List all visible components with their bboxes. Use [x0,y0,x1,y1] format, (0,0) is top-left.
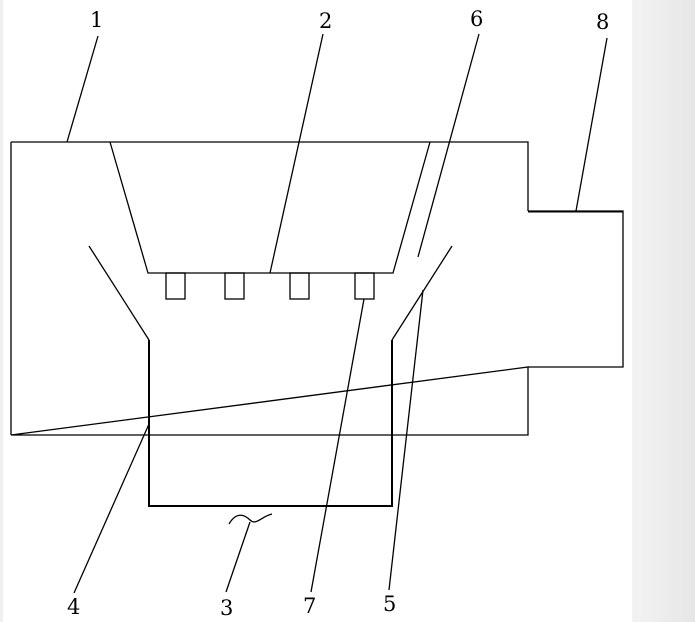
leader-line-1 [66,35,99,143]
tooth-block-4 [354,272,375,300]
leader-line-4 [73,423,150,594]
leader-line-8 [575,37,608,212]
page-margin-right [632,0,695,622]
wavy-lead-3 [228,513,273,525]
label-4: 4 [67,595,80,619]
label-3: 3 [220,596,233,620]
label-2: 2 [319,9,332,33]
lower-chamber [148,340,393,507]
leader-line-6 [417,33,480,258]
hopper-trapezoid [109,141,431,274]
funnel-right-wall [391,245,453,341]
page-margin-left [0,0,3,622]
label-7: 7 [303,594,316,618]
label-8: 8 [596,10,609,34]
right-protrusion [528,210,624,368]
label-5: 5 [383,592,396,616]
housing-outline [10,141,529,436]
tooth-block-2 [224,272,245,300]
label-6: 6 [470,7,483,31]
leader-line-2 [269,33,324,274]
funnel-left-wall [88,245,150,341]
leader-line-3 [225,521,251,593]
label-1: 1 [90,8,103,32]
tooth-block-1 [165,272,186,300]
tooth-block-3 [289,272,310,300]
leader-line-5 [388,289,424,591]
leader-line-7 [310,298,365,593]
